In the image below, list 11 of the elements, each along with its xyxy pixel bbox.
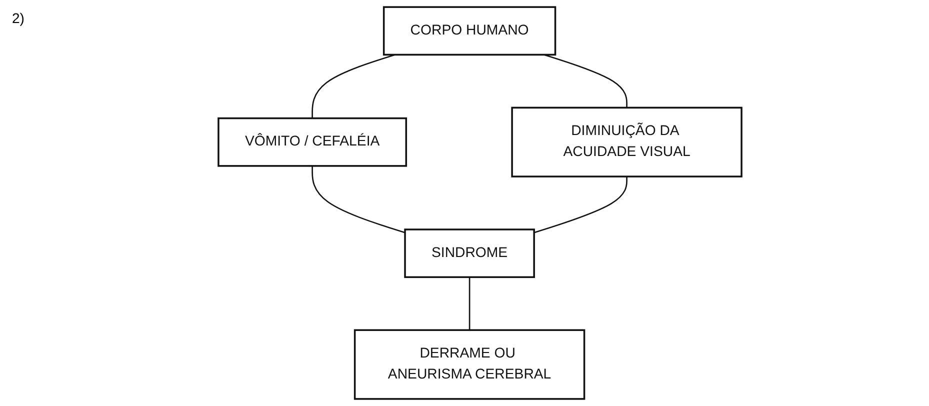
- node-box: CORPO HUMANO: [382, 6, 556, 56]
- connector: [312, 54, 396, 118]
- node-box: DERRAME OU ANEURISMA CEREBRAL: [354, 329, 586, 400]
- figure-number: 2): [12, 10, 24, 26]
- connector: [312, 166, 406, 234]
- node-box: SINDROME: [404, 228, 535, 278]
- node-box: DIMINUIÇÃO DA ACUIDADE VISUAL: [511, 106, 742, 178]
- connector: [468, 277, 470, 330]
- node-box: VÔMITO / CEFALÉIA: [218, 117, 408, 167]
- connector: [534, 176, 628, 234]
- connector: [544, 54, 628, 108]
